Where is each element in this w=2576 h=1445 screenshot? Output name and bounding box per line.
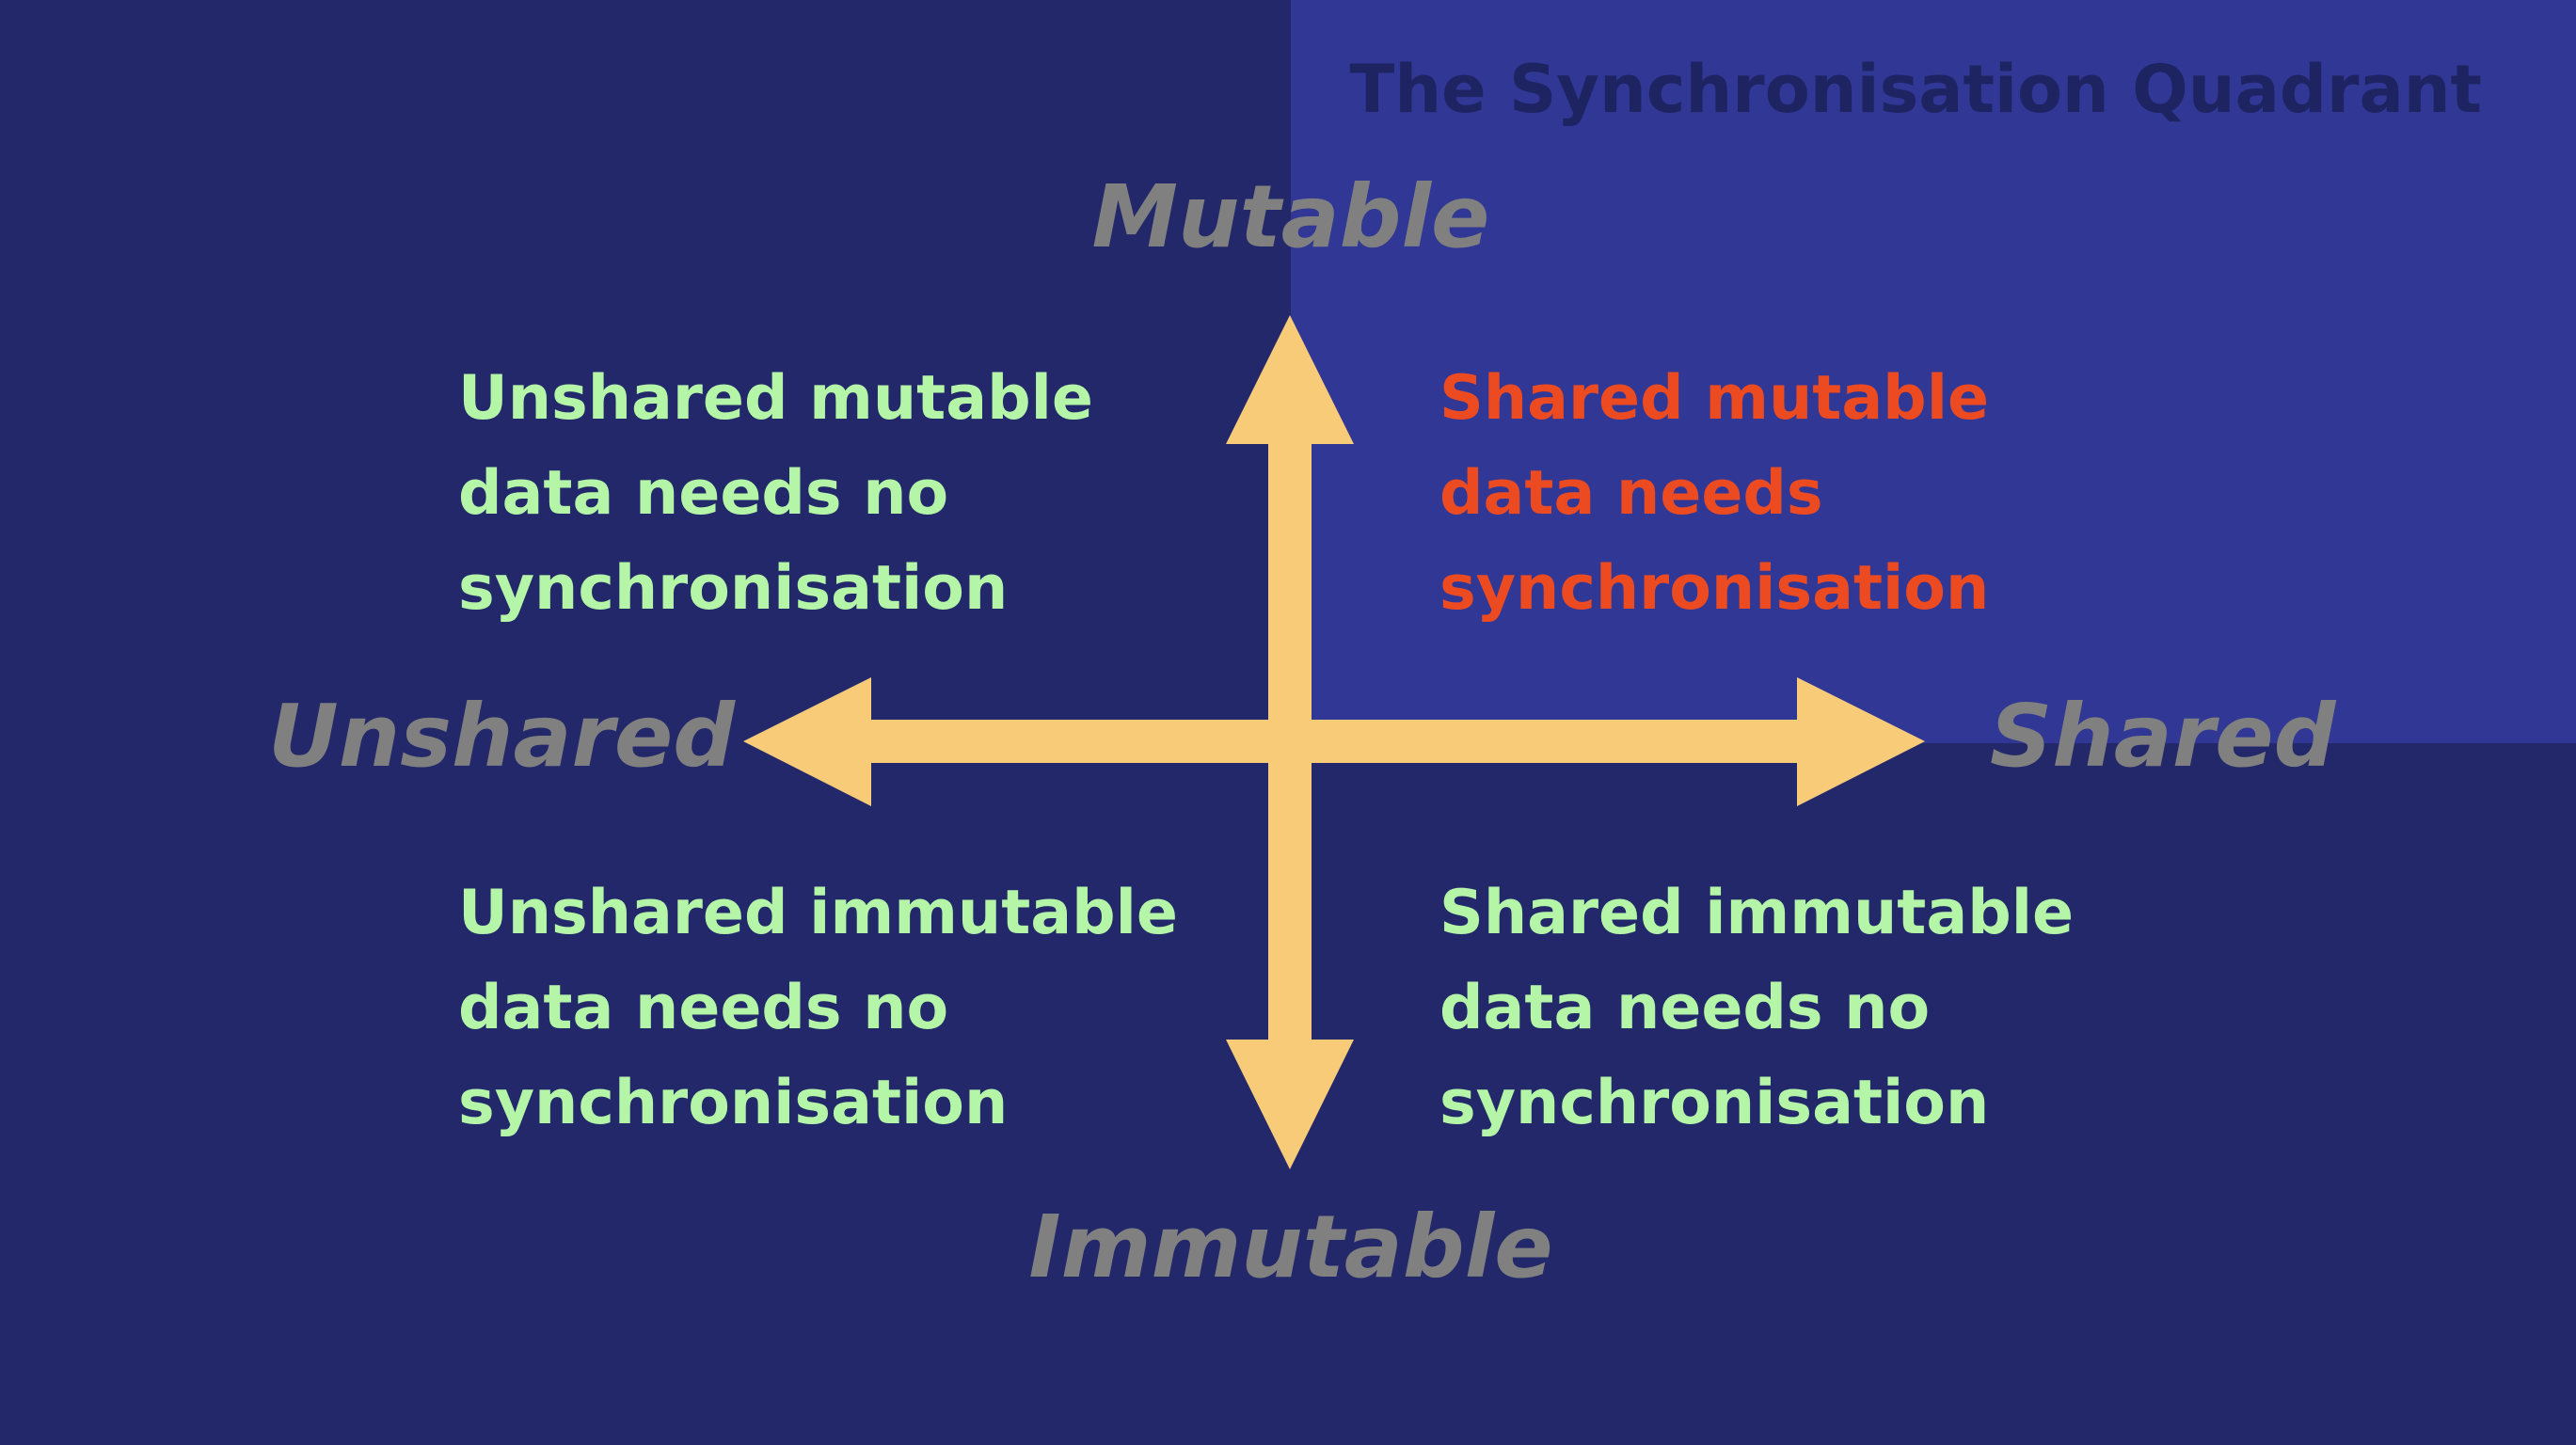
quadrant-text-line: data needs no	[1439, 973, 1931, 1043]
quadrant-text-line: data needs no	[458, 458, 949, 529]
quadrant-text-line: Shared mutable	[1439, 363, 1990, 434]
right-arrowhead	[1797, 677, 1925, 806]
quadrant-text-line: synchronisation	[1439, 553, 1990, 624]
axis-label-mutable: Mutable	[1091, 167, 1490, 267]
up-arrowhead	[1226, 315, 1354, 444]
quadrant-shared-immutable: Shared immutable data needs no synchroni…	[1439, 865, 2074, 1151]
quadrant-unshared-mutable: Unshared mutable data needs no synchroni…	[458, 351, 1093, 636]
axis-label-immutable: Immutable	[1028, 1197, 1553, 1297]
quadrant-text-line: synchronisation	[458, 1068, 1009, 1138]
quadrant-text-line: synchronisation	[1439, 1068, 1990, 1138]
quadrant-text-line: data needs no	[458, 973, 949, 1043]
highlighted-quadrant-background	[1291, 0, 2576, 743]
quadrant-unshared-immutable: Unshared immutable data needs no synchro…	[458, 865, 1178, 1151]
quadrant-text-line: synchronisation	[458, 553, 1009, 624]
slide-title: The Synchronisation Quadrant	[1349, 51, 2482, 128]
quadrant-shared-mutable: Shared mutable data needs synchronisatio…	[1439, 351, 1989, 636]
horizontal-arrow-shaft	[867, 720, 1806, 763]
quadrant-text-line: data needs	[1439, 458, 1823, 529]
quadrant-text-line: Unshared mutable	[458, 363, 1094, 434]
axis-label-unshared: Unshared	[268, 686, 736, 786]
down-arrowhead	[1226, 1040, 1354, 1169]
quadrant-text-line: Shared immutable	[1439, 878, 2075, 948]
axis-label-shared: Shared	[1990, 686, 2336, 786]
quadrant-text-line: Unshared immutable	[458, 878, 1179, 948]
left-arrowhead	[743, 677, 871, 806]
